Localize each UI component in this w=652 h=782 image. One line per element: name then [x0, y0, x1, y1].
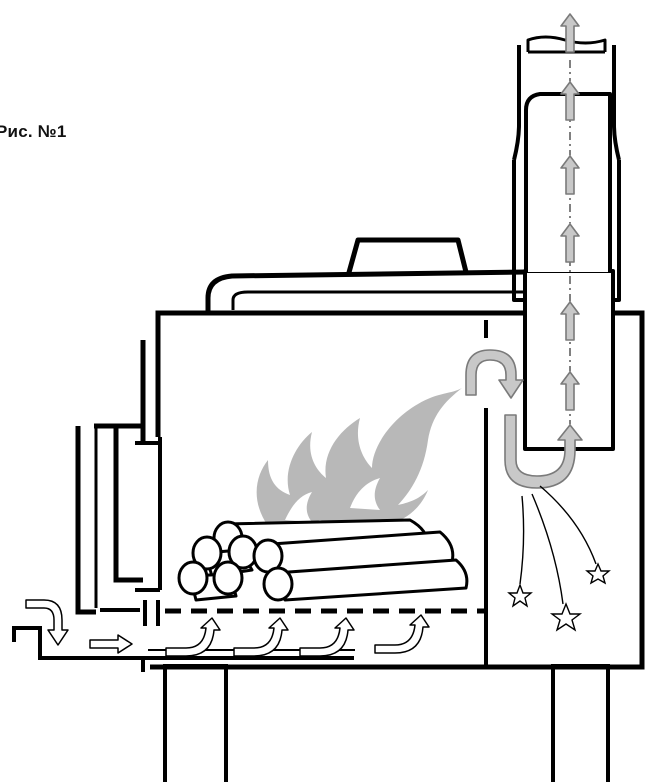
left-leg [163, 664, 228, 782]
lid-handle [345, 237, 469, 277]
stove-door[interactable] [75, 340, 146, 615]
firewood-log-icon [177, 518, 469, 602]
star-outline-icon [507, 485, 611, 632]
flame-icon [256, 388, 462, 528]
stove-body [135, 310, 645, 672]
chimney-pipe-lower [523, 269, 615, 451]
arrow-outline-icon [25, 599, 430, 657]
stove-legs [163, 664, 610, 782]
stove-lid [205, 237, 527, 311]
smoke-turn-arrow-bottom [504, 414, 583, 489]
right-leg [551, 664, 610, 782]
figure-caption: Рис. №1 [0, 122, 67, 141]
smoke-turn-arrow-top [465, 349, 524, 399]
